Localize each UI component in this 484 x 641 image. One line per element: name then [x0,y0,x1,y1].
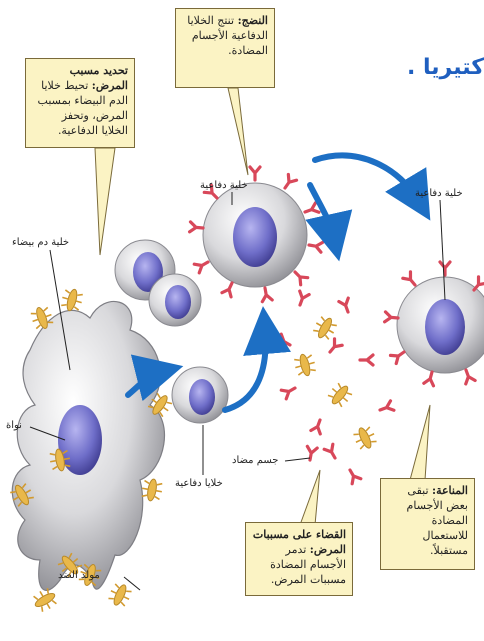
label-antibody: جسم مضاد [232,455,278,466]
label-defense-cells: خلايا دفاعية [175,478,223,489]
callout-identification: تحديد مسبب المرض: تحيط خلايا الدم البيضا… [25,58,135,148]
callout-immunity: المناعة: تبقى بعض الأجسام المضادة للاستع… [380,478,475,570]
white-blood-cell [12,301,164,590]
callout-maturation: النضج: تنتج الخلايا الدفاعية الأجسام الم… [175,8,275,88]
label-white-blood-cell: خلية دم بيضاء [12,237,69,248]
callout-elimination: القضاء على مسببات المرض: تدمر الأجسام ال… [245,522,353,596]
label-defense-cell-right: خلية دفاعية [415,188,463,199]
memory-cell-right [385,262,484,386]
free-antibodies [276,291,394,484]
callout-maturation-title: النضج: [238,14,268,27]
arrow-to-memory-cell [315,156,418,200]
defense-cell-single [172,367,228,423]
headline-text: كتيريا . [407,55,484,80]
callout-immunity-title: المناعة: [432,484,468,497]
label-nucleus: نواة [6,420,22,431]
label-defense-cell-center: خلية دفاعية [200,180,248,191]
arrow-to-plasma-cell [225,330,266,410]
label-antigen: مولد الضد [58,570,100,581]
